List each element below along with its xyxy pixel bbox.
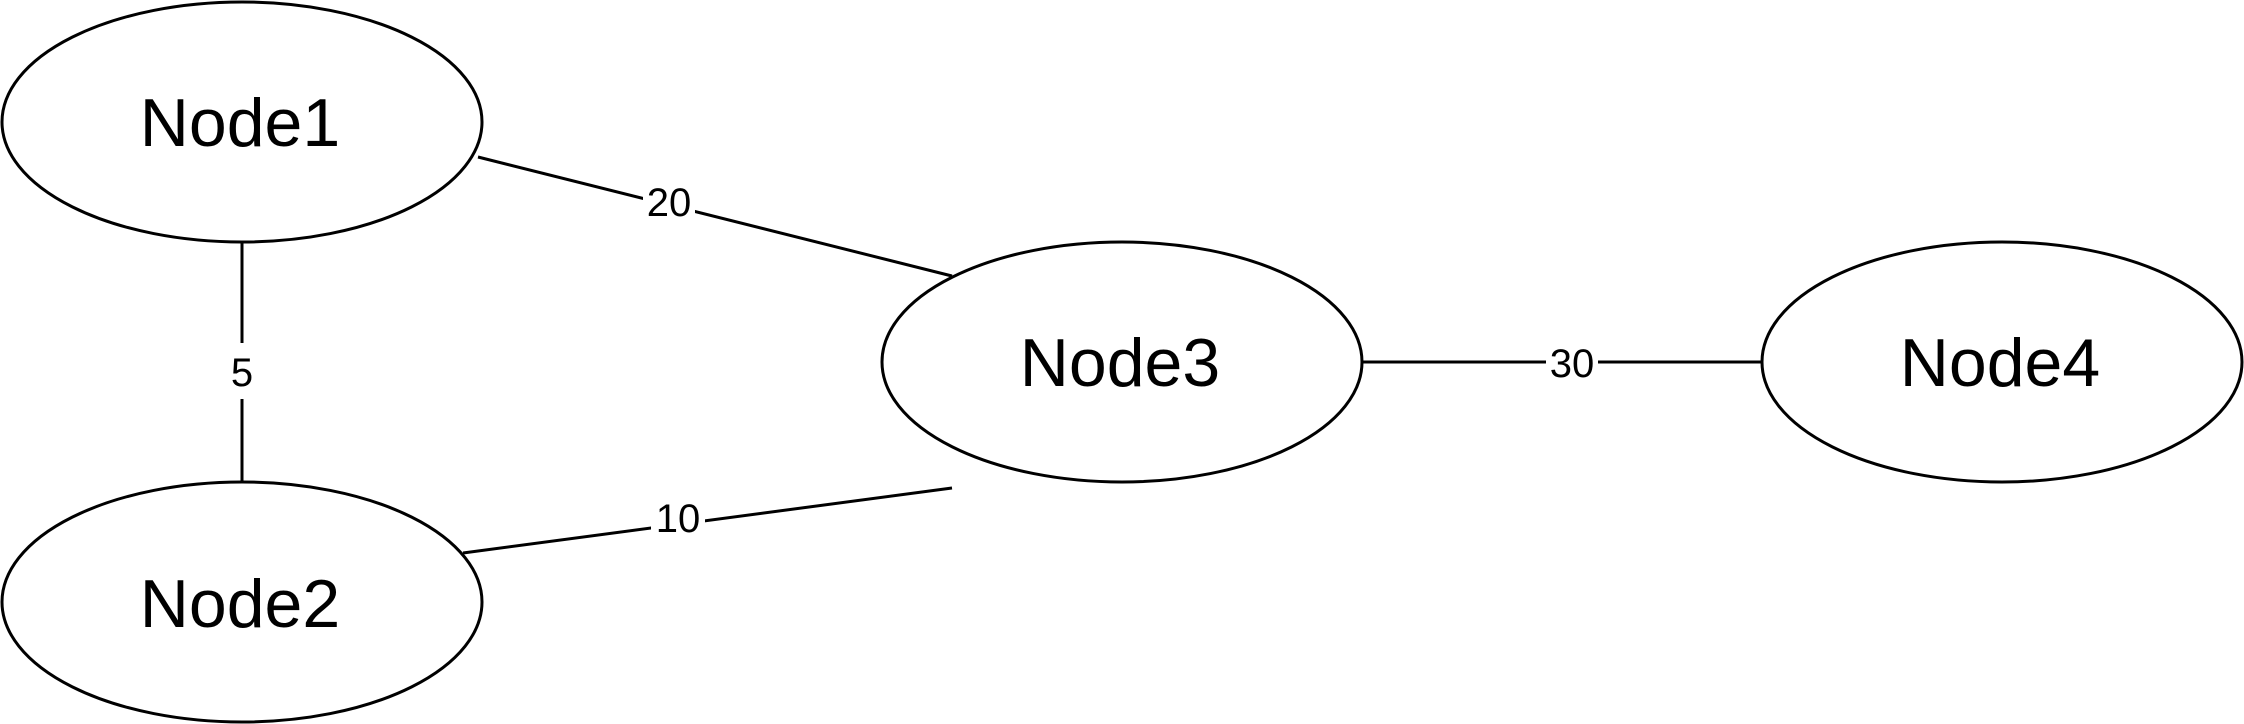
edge-label-bg	[228, 343, 256, 399]
edge-label-bg	[651, 493, 705, 539]
node-ellipse	[0, 0, 484, 244]
edge-weight-label: 30	[1550, 342, 1595, 386]
node-ellipse	[880, 240, 1364, 484]
node-node1[interactable]: Node1	[0, 0, 484, 244]
edge-weight-label: 20	[647, 181, 692, 225]
edge-weight-label: 5	[231, 351, 253, 395]
node-label: Node3	[1020, 325, 1220, 401]
edge-line	[477, 155, 953, 278]
node-ellipse	[0, 480, 484, 724]
edges: 20 5 10 30	[228, 155, 1762, 555]
edge-node3-node4: 30	[1362, 338, 1762, 386]
edge-node1-node3: 20	[477, 155, 953, 278]
node-node3[interactable]: Node3	[880, 240, 1364, 484]
edge-line	[462, 486, 953, 555]
edge-label-bg	[643, 176, 695, 222]
edge-node1-node2: 5	[228, 242, 256, 482]
node-ellipse	[1760, 240, 2244, 484]
node-label: Node4	[1900, 325, 2100, 401]
edge-node2-node3: 10	[462, 486, 953, 555]
node-label: Node2	[140, 566, 340, 642]
edge-label-bg	[1546, 338, 1598, 386]
edge-weight-label: 10	[656, 497, 701, 541]
node-node4[interactable]: Node4	[1760, 240, 2244, 484]
node-label: Node1	[140, 85, 340, 161]
node-node2[interactable]: Node2	[0, 480, 484, 724]
